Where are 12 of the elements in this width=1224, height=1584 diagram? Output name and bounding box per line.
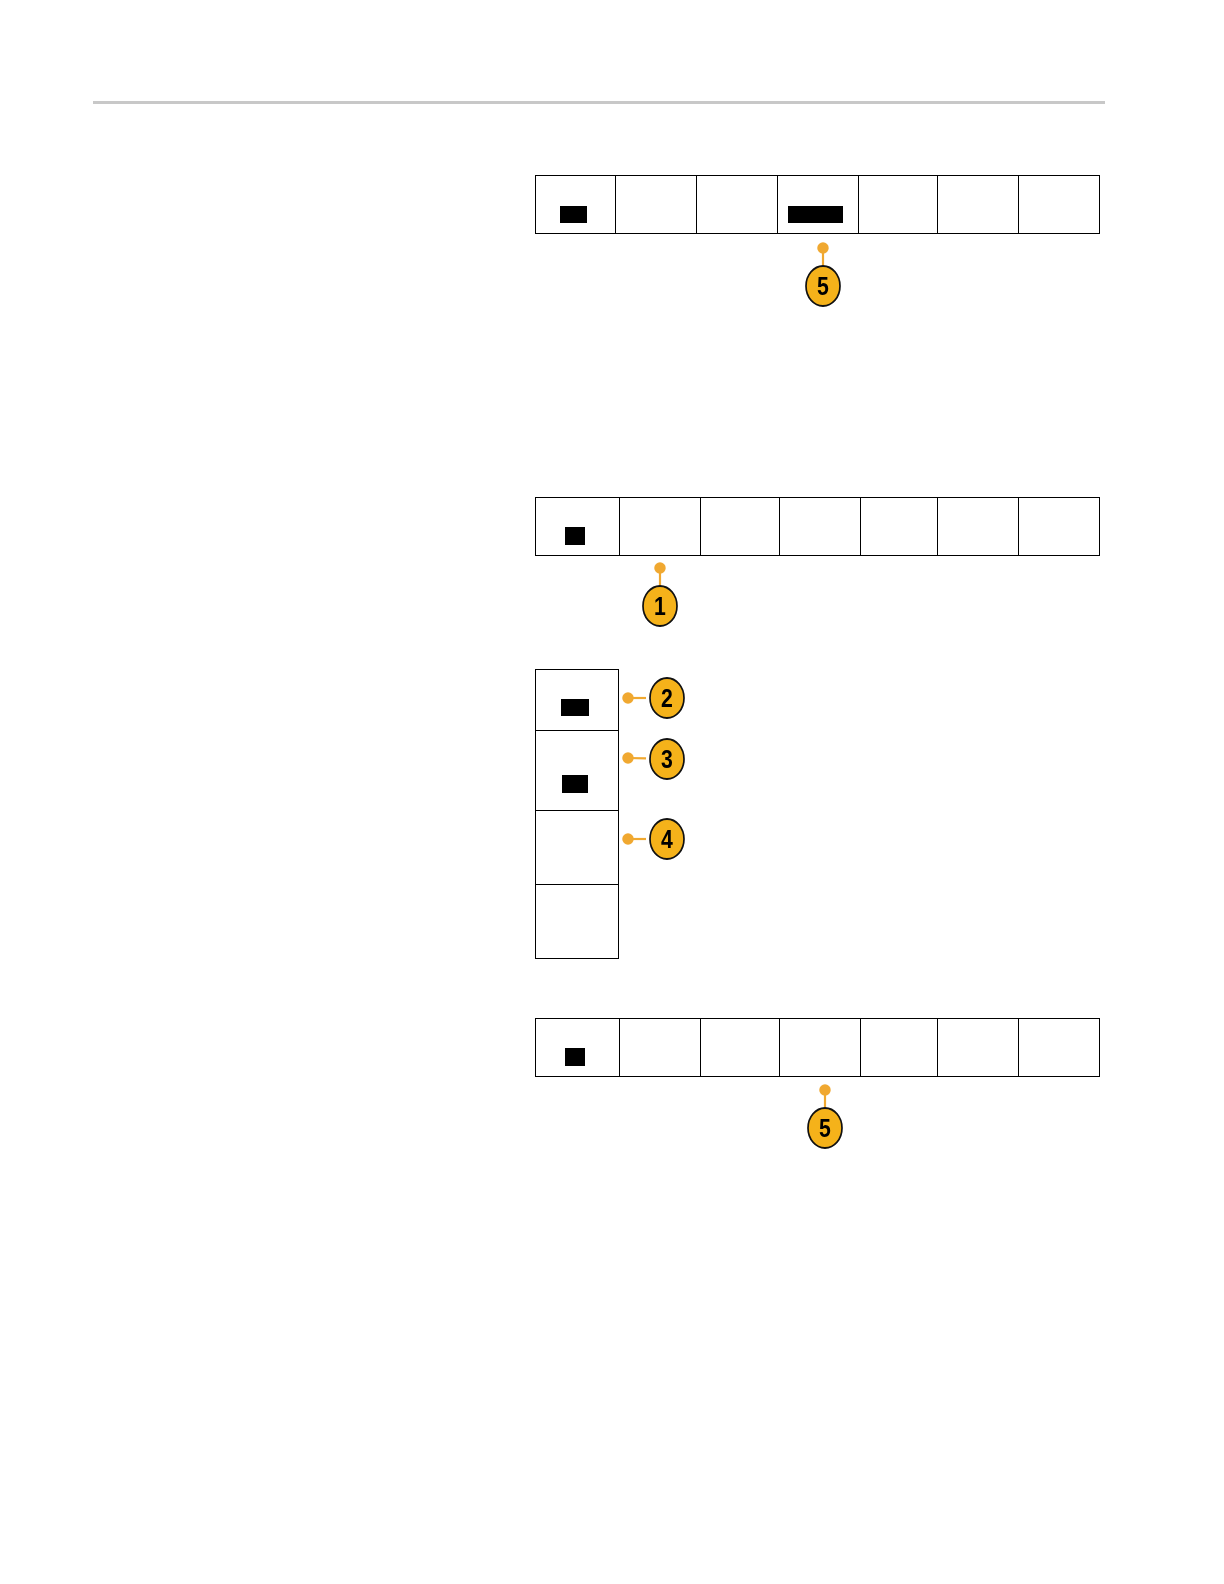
callout-number: 5 bbox=[805, 265, 841, 307]
leader-line bbox=[819, 1084, 831, 1107]
leader-line bbox=[654, 562, 666, 585]
leader-line bbox=[622, 752, 647, 764]
callout-number: 4 bbox=[649, 818, 685, 860]
callout-number: 2 bbox=[649, 677, 685, 719]
leader-line bbox=[622, 692, 646, 704]
callout-number: 5 bbox=[807, 1107, 843, 1149]
leader-line bbox=[817, 242, 829, 265]
callout-number: 1 bbox=[642, 585, 678, 627]
callout-number: 3 bbox=[649, 738, 685, 780]
leader-line bbox=[622, 833, 646, 845]
